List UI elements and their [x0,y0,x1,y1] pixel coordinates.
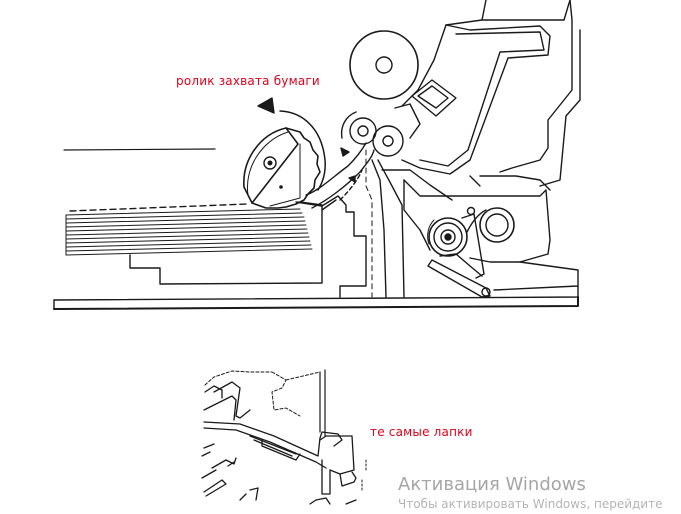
vertical-guide [365,149,453,298]
lever-arm [427,213,491,298]
rotation-arrow [257,97,326,191]
tabs-frame-right-edge [271,369,367,493]
gear-assembly [427,206,515,257]
paper-guide-line [63,148,216,151]
tabs-frame-detail [201,370,357,505]
lower-frame [403,175,579,291]
paper-stack [65,208,313,256]
separation-pad [321,195,367,298]
upper-frame [394,0,581,187]
upper-roller [349,30,419,100]
pickup-roller [243,127,321,209]
base-plate [53,285,579,310]
paper-top-dashed [69,203,249,212]
pickup-roller-annotation: ролик захвата бумаги [176,74,320,88]
registration-rollers [340,111,404,157]
paper-path [305,142,375,209]
tabs-annotation: те самые лапки [370,425,473,439]
